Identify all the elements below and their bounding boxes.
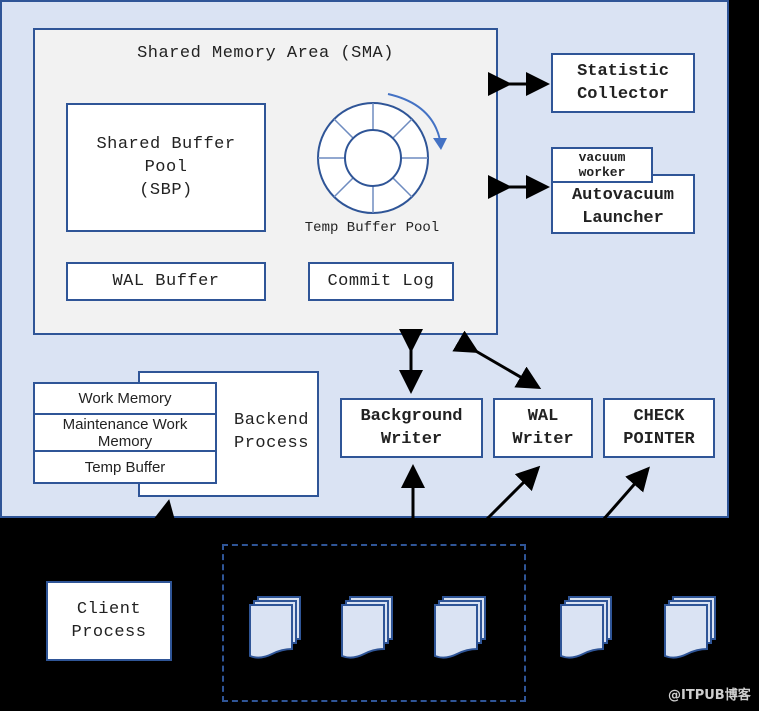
statistic-collector-line-1: Statistic bbox=[577, 62, 669, 81]
background-writer: Background Writer bbox=[340, 398, 483, 458]
stacked-document-icon bbox=[664, 596, 716, 659]
sbp-line-3: (SBP) bbox=[139, 181, 193, 200]
statistic-collector-line-2: Collector bbox=[577, 85, 669, 104]
vacuum-worker-line-1: vacuum bbox=[578, 150, 626, 165]
background-writer-line-2: Writer bbox=[380, 430, 443, 449]
rotation-arrow-icon bbox=[387, 93, 441, 141]
ring-slot-divider bbox=[392, 177, 413, 198]
checkpointer: CHECK POINTER bbox=[603, 398, 715, 458]
vacuum-worker-line-2: worker bbox=[578, 165, 626, 180]
commit-log: Commit Log bbox=[308, 262, 454, 301]
arrow-sma-wal-writer bbox=[452, 330, 542, 390]
backend-label: Backend Process bbox=[224, 409, 319, 455]
sbp-line-1: Shared Buffer bbox=[96, 135, 236, 154]
backend-line-2: Process bbox=[234, 434, 309, 453]
stacked-document-icon bbox=[560, 596, 612, 659]
temp-buffer-label: Temp Buffer bbox=[84, 458, 166, 476]
ring-buffer-icon bbox=[317, 102, 429, 214]
backend-memory-stack: Work Memory Maintenance Work Memory Temp… bbox=[33, 382, 217, 484]
ring-slot-divider bbox=[392, 118, 413, 139]
client-line-1: Client bbox=[76, 600, 142, 619]
wal-writer-line-1: WAL bbox=[527, 407, 559, 426]
statistic-collector: Statistic Collector bbox=[551, 53, 695, 113]
stacked-document-icon bbox=[434, 596, 486, 659]
arrow-files-checkpointer bbox=[601, 466, 650, 521]
vacuum-worker: vacuum worker bbox=[551, 147, 653, 183]
rotation-arrowhead bbox=[433, 138, 447, 150]
client-line-2: Process bbox=[71, 623, 147, 642]
work-memory-label: Work Memory bbox=[78, 390, 172, 407]
ring-slot-divider bbox=[333, 118, 354, 139]
checkpointer-line-1: CHECK bbox=[633, 407, 685, 426]
checkpointer-line-2: POINTER bbox=[623, 430, 695, 449]
arrow-client-backend bbox=[152, 499, 177, 526]
background-writer-line-1: Background bbox=[360, 407, 463, 426]
client-process: Client Process bbox=[46, 581, 172, 661]
ring-slot-divider bbox=[333, 177, 354, 198]
sbp-line-2: Pool bbox=[144, 158, 188, 177]
temp-buffer-pool-label: Temp Buffer Pool bbox=[304, 220, 440, 236]
autovacuum-line-1: Autovacuum bbox=[571, 186, 675, 205]
shared-buffer-pool: Shared Buffer Pool (SBP) bbox=[66, 103, 266, 232]
wal-buffer-label: WAL Buffer bbox=[112, 272, 220, 291]
maintenance-work-memory: Maintenance Work Memory bbox=[35, 415, 215, 452]
ring-inner bbox=[344, 129, 402, 187]
arrow-files-wal-writer bbox=[484, 465, 541, 522]
sma-title: Shared Memory Area (SMA) bbox=[137, 44, 394, 63]
wal-writer-line-2: Writer bbox=[512, 430, 574, 449]
maintenance-work-memory-label: Maintenance Work Memory bbox=[62, 415, 188, 450]
work-memory: Work Memory bbox=[35, 384, 215, 415]
stacked-document-icon bbox=[341, 596, 393, 659]
data-files-group bbox=[222, 544, 526, 702]
temp-buffer: Temp Buffer bbox=[35, 452, 215, 482]
wal-writer: WAL Writer bbox=[493, 398, 593, 458]
backend-line-1: Backend bbox=[234, 411, 309, 430]
stacked-document-icon bbox=[249, 596, 301, 659]
watermark: @ITPUB博客 bbox=[668, 688, 751, 703]
autovacuum-line-2: Launcher bbox=[582, 209, 664, 228]
wal-buffer: WAL Buffer bbox=[66, 262, 266, 301]
commit-log-label: Commit Log bbox=[327, 272, 435, 291]
